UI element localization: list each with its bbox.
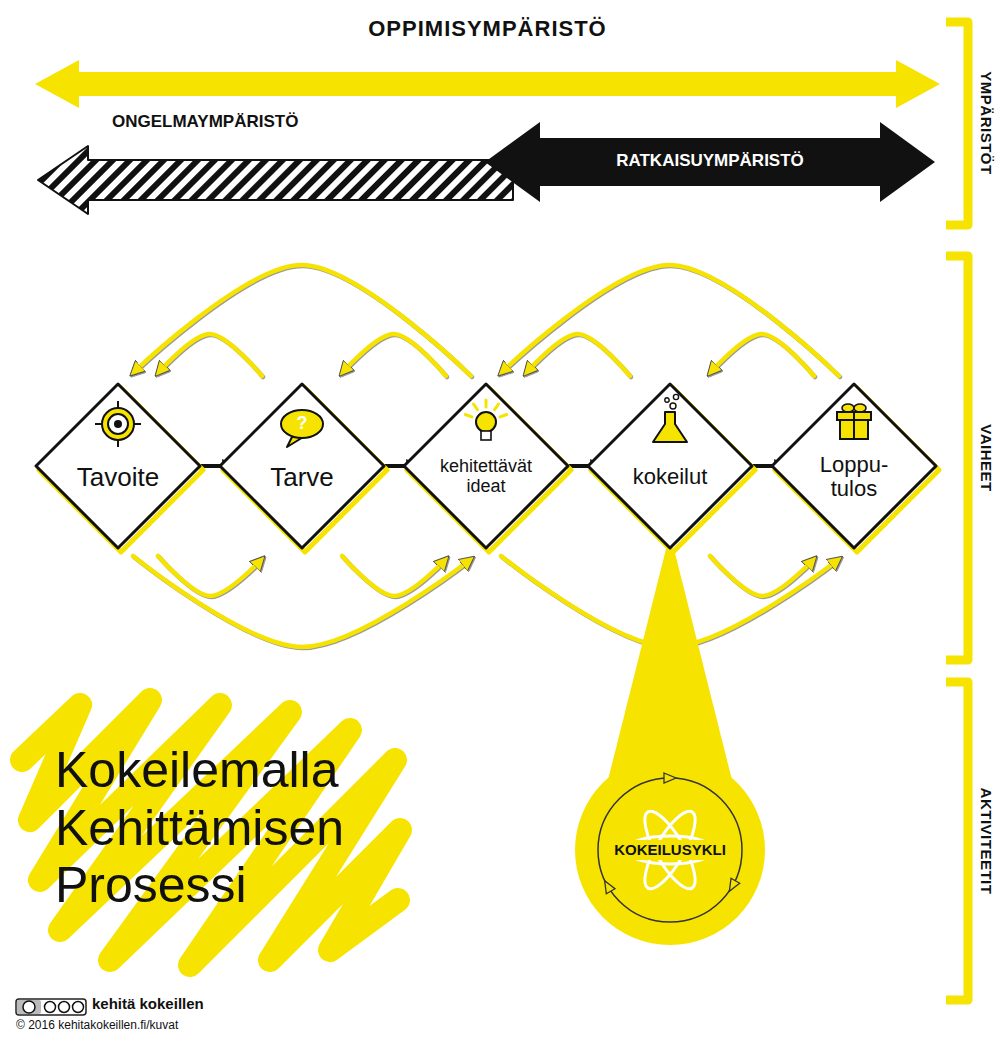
bulb-ray [500, 414, 507, 416]
bulb-base [481, 431, 491, 440]
target-tick [117, 401, 119, 408]
text-holder: kokeilut [584, 440, 756, 514]
diamond [772, 384, 936, 548]
phase-diamond: Loppu- tulos [768, 380, 940, 552]
target-ring [108, 414, 128, 434]
node-label: ONGELMAYMPÄRISTÖ [108, 112, 302, 132]
phase-label: Tavoite [53, 463, 183, 492]
solution-arrow: RATKAISUYMPÄRISTÖ [485, 112, 935, 212]
cycle-arrowhead [664, 773, 676, 783]
bulb-ray [473, 404, 477, 410]
phase-label: kokeilut [605, 465, 735, 489]
target-tick [134, 423, 141, 425]
text-holder: Loppu- tulos [768, 440, 940, 514]
text-holder: kehitettävät ideat [400, 440, 572, 514]
section-label: YMPÄRISTÖT [978, 71, 995, 174]
diamond [404, 384, 568, 548]
licence-badge [16, 999, 86, 1015]
bulb-glass [476, 412, 496, 432]
text-holder: Tarve [216, 440, 388, 514]
cycle-disc [575, 755, 765, 945]
target-tick [95, 423, 102, 425]
flask-bubble [665, 398, 669, 402]
bulb-ray [485, 400, 488, 407]
cycle-ring [598, 778, 742, 922]
section-label: AKTIVITEETIT [978, 788, 995, 895]
text-holder: Tavoite [32, 440, 204, 514]
phase-diamond: Tarve [216, 380, 388, 552]
phase-icon [653, 394, 687, 442]
diamond [220, 384, 384, 548]
text-holder: KOKEILUSYKLI [575, 755, 765, 945]
bracket [946, 256, 968, 660]
text-holder: OPPIMISYMPÄRISTÖ [35, 16, 940, 41]
icon-mark: ? [297, 414, 308, 434]
bracket [946, 22, 968, 225]
text-holder: ONGELMAYMPÄRISTÖ [108, 112, 302, 132]
double-arrow [35, 60, 940, 108]
flask-bubble [673, 394, 678, 399]
speech-bubble [281, 410, 323, 438]
phase-label: Tarve [237, 463, 367, 492]
phase-diamond: kehitettävät ideat [400, 380, 572, 552]
phase-icon [95, 401, 141, 447]
cycle-circle: KOKEILUSYKLI [575, 755, 765, 945]
phase-label: Loppu- tulos [808, 453, 900, 501]
section-label: VAIHEET [978, 424, 995, 491]
gift-ribbon [853, 412, 855, 439]
phase-label: kehitettävät ideat [430, 457, 542, 497]
target-tick [117, 440, 119, 447]
diamond [36, 384, 200, 548]
feedback-arrow [133, 556, 471, 647]
scribble [22, 700, 400, 965]
gift-bow [842, 404, 854, 412]
diamond [588, 384, 752, 548]
flask-bubble [670, 403, 676, 409]
phase-icon [465, 400, 506, 440]
bulb-ray [465, 414, 472, 416]
environment-arrow: OPPIMISYMPÄRISTÖ [35, 14, 940, 109]
flask [653, 412, 687, 442]
feedback-arrow [526, 334, 630, 376]
feedback-arrow [133, 265, 471, 376]
phase-diamond: Tavoite [32, 380, 204, 552]
feedback-arrow [158, 334, 262, 376]
bracket [946, 682, 968, 1000]
phase-icon [837, 404, 871, 439]
cycle-arrowhead [725, 878, 740, 893]
diagram-title: Kokeilemalla Kehittämisen Prosessi [55, 742, 400, 915]
node-label: OPPIMISYMPÄRISTÖ [368, 16, 606, 41]
phase-diamond: kokeilut [584, 380, 756, 552]
text-holder: RATKAISUYMPÄRISTÖ [485, 151, 935, 171]
problem-arrow: ONGELMAYMPÄRISTÖ [38, 112, 513, 220]
hatched-arrow [38, 146, 513, 214]
footer-text: kehitä kokeillen [92, 996, 204, 1013]
target-ring [102, 408, 134, 440]
bulb-ray [495, 404, 499, 410]
node-label: RATKAISUYMPÄRISTÖ [616, 151, 804, 171]
feedback-arrow [158, 556, 262, 596]
activity-link [608, 549, 732, 780]
gift-bow [854, 404, 866, 412]
node-label: KOKEILUSYKLI [611, 840, 729, 859]
footer-text: © 2016 kehitakokeillen.fi/kuvat [16, 1019, 178, 1032]
phase-icon [281, 410, 323, 447]
feedback-arrow [501, 265, 839, 376]
target-centre [114, 420, 122, 428]
cycle-arrowhead [600, 878, 615, 893]
double-arrow [485, 122, 935, 202]
